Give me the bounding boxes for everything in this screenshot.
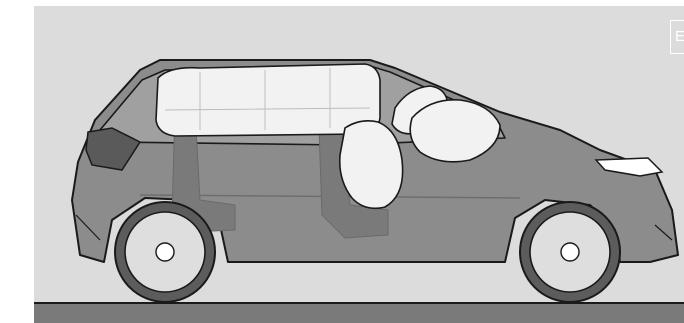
side-airbag — [340, 121, 403, 208]
ground — [34, 303, 684, 323]
rear-wheel-hub — [156, 243, 174, 261]
front-wheel-hub — [561, 243, 579, 261]
figure-corner-label: E — [670, 20, 684, 54]
curtain-airbag — [156, 64, 380, 136]
